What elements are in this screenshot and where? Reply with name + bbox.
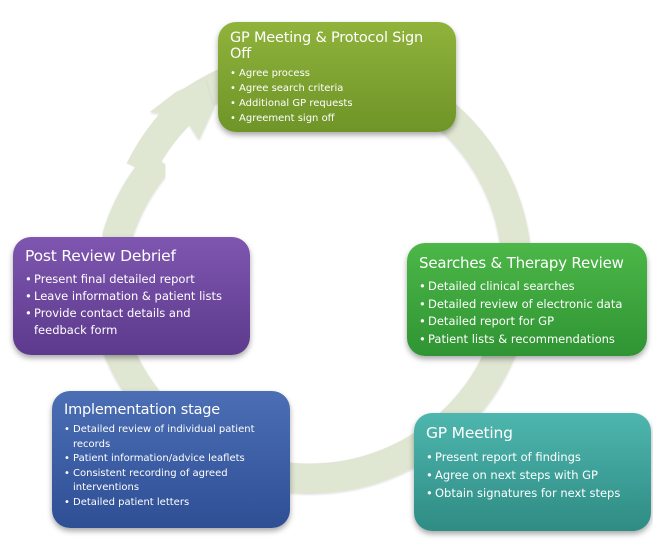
bullet-item: Detailed review of electronic data — [419, 296, 635, 314]
bullet-item: Agreement sign off — [230, 111, 444, 126]
stage-bullets: Present final detailed report Leave info… — [25, 271, 238, 339]
stage-title: Implementation stage — [64, 402, 220, 418]
bullet-item: Obtain signatures for next steps — [426, 484, 639, 502]
stage-bullets: Detailed review of individual patient re… — [64, 423, 278, 510]
bullet-item: Detailed report for GP — [419, 313, 635, 331]
stage-bullets: Detailed clinical searches Detailed revi… — [419, 278, 635, 348]
bullet-item: Patient lists & recommendations — [419, 331, 635, 349]
stage-bullets: Agree process Agree search criteria Addi… — [230, 66, 444, 126]
stage-post-review-debrief: Post Review Debrief Present final detail… — [13, 237, 250, 355]
stage-title: GP Meeting — [426, 424, 513, 442]
bullet-item: Agree on next steps with GP — [426, 466, 639, 484]
bullet-item: Present report of findings — [426, 448, 639, 466]
bullet-item: Agree search criteria — [230, 81, 444, 96]
bullet-item: Detailed clinical searches — [419, 278, 635, 296]
bullet-item: Additional GP requests — [230, 96, 444, 111]
bullet-item: Detailed patient letters — [64, 496, 278, 511]
stage-title: Post Review Debrief — [25, 247, 176, 265]
bullet-item: Leave information & patient lists — [25, 288, 238, 305]
stage-gp-meeting: GP Meeting Present report of findings Ag… — [414, 413, 651, 531]
stage-gp-meeting-protocol-sign-off: GP Meeting & Protocol Sign Off Agree pro… — [218, 22, 456, 132]
bullet-item: Present final detailed report — [25, 271, 238, 288]
stage-title: GP Meeting & Protocol Sign Off — [230, 30, 424, 62]
bullet-item: Patient information/advice leaflets — [64, 452, 278, 467]
stage-title: Searches & Therapy Review — [419, 254, 624, 272]
stage-bullets: Present report of findings Agree on next… — [426, 448, 639, 502]
bullet-item: Consistent recording of agreed intervent… — [64, 467, 278, 496]
stage-searches-therapy-review: Searches & Therapy Review Detailed clini… — [407, 243, 647, 356]
bullet-item: Provide contact details and feedback for… — [25, 305, 238, 339]
bullet-item: Detailed review of individual patient re… — [64, 423, 278, 452]
bullet-item: Agree process — [230, 66, 444, 81]
stage-implementation: Implementation stage Detailed review of … — [52, 391, 290, 528]
